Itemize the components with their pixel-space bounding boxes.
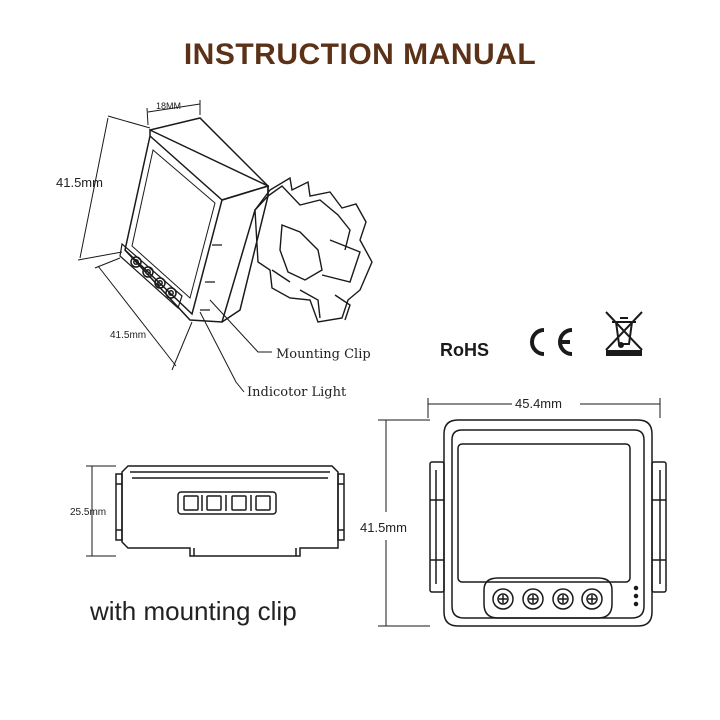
front-button-2 [522,588,544,610]
front-button-4 [581,588,603,610]
front-button-strip [483,577,613,619]
weee-crossed-bin-icon [605,311,643,356]
iso-button-2 [142,266,154,278]
dim-iso-height: 41.5mm [56,175,103,190]
front-view [429,419,667,627]
iso-dimension-lines [77,100,272,393]
caption-with-mounting-clip: with mounting clip [90,596,297,626]
front-panel [457,443,631,583]
side-view [115,465,345,557]
iso-button-3 [154,277,166,289]
dim-iso-width: 41.5mm [110,330,146,341]
front-button-1 [492,588,514,610]
rohs-mark: RoHS [440,340,489,360]
dim-top-depth: 18MM [156,101,181,111]
ce-mark-icon [530,328,573,356]
front-button-3 [552,588,574,610]
dim-side-height: 25.5mm [70,507,106,518]
iso-button-4 [165,287,177,299]
dim-front-width: 45.4mm [515,396,562,411]
label-mounting-clip: Mounting Clip [276,347,371,362]
front-buttons [492,585,639,610]
label-indicator-light: Indicotor Light [247,385,347,400]
front-body-outline [443,419,653,627]
iso-box-outline [124,128,269,323]
side-body-outline [121,465,339,557]
side-dimension-lines [86,465,116,557]
dim-front-height: 41.5mm [360,520,407,535]
iso-mounting-clip [254,176,373,323]
page-title: INSTRUCTION MANUAL [183,38,537,71]
iso-button-1 [130,256,142,268]
isometric-view [119,117,270,323]
front-dimension-lines [378,398,661,627]
side-button-strip [177,491,277,515]
